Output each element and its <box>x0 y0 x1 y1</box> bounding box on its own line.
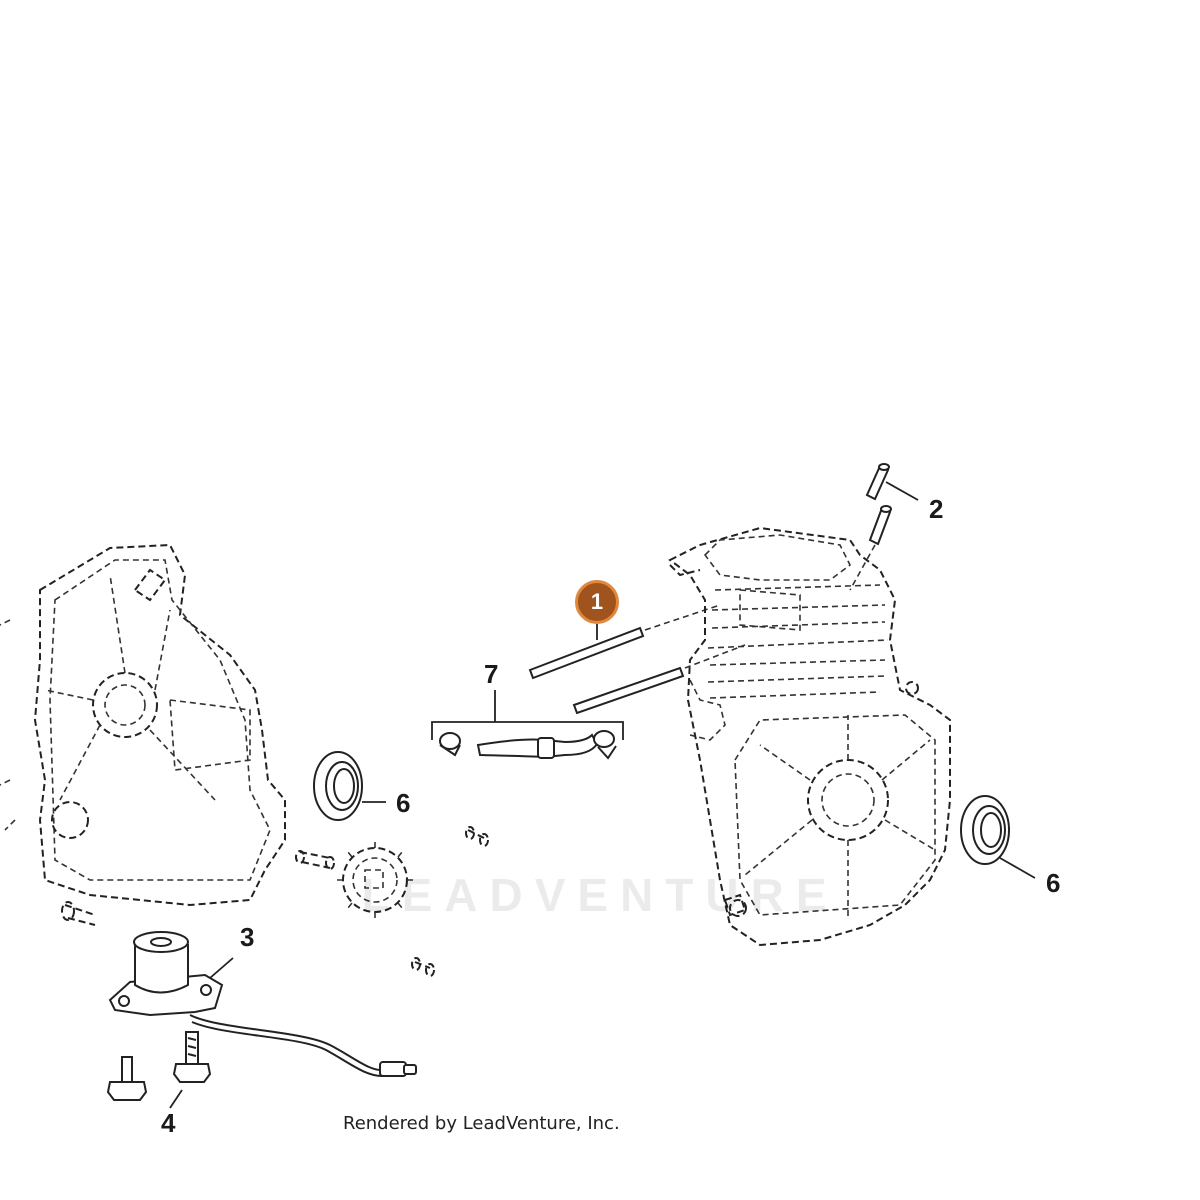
callout-4[interactable]: 4 <box>161 1108 176 1138</box>
left-crankcase-cover <box>0 543 286 907</box>
bolt-dashed-left <box>61 901 96 926</box>
callout-3[interactable]: 3 <box>240 922 255 952</box>
oil-seal-right[interactable] <box>960 795 1036 879</box>
breather-hose-kit[interactable] <box>431 690 624 760</box>
dowel-pins[interactable] <box>849 463 919 591</box>
pushrods[interactable] <box>528 604 746 715</box>
callout-6-right[interactable]: 6 <box>1046 868 1061 898</box>
oil-sensor[interactable] <box>108 931 417 1078</box>
callout-7[interactable]: 7 <box>484 659 499 689</box>
callout-1-highlighted[interactable]: 1 <box>575 580 619 624</box>
bolts[interactable] <box>106 1031 212 1109</box>
watermark: LEADVENTURE <box>361 869 839 921</box>
engine-block <box>668 526 951 947</box>
dowel-pin-small-2 <box>411 957 435 977</box>
oil-seal-left[interactable] <box>313 751 386 821</box>
governor-gear <box>337 842 413 918</box>
dowel-pin-left <box>295 850 335 870</box>
credit-text: Rendered by LeadVenture, Inc. <box>343 1113 620 1134</box>
dowel-pin-small-1 <box>465 826 489 847</box>
callout-6-left[interactable]: 6 <box>396 788 411 818</box>
callout-2[interactable]: 2 <box>929 494 944 524</box>
